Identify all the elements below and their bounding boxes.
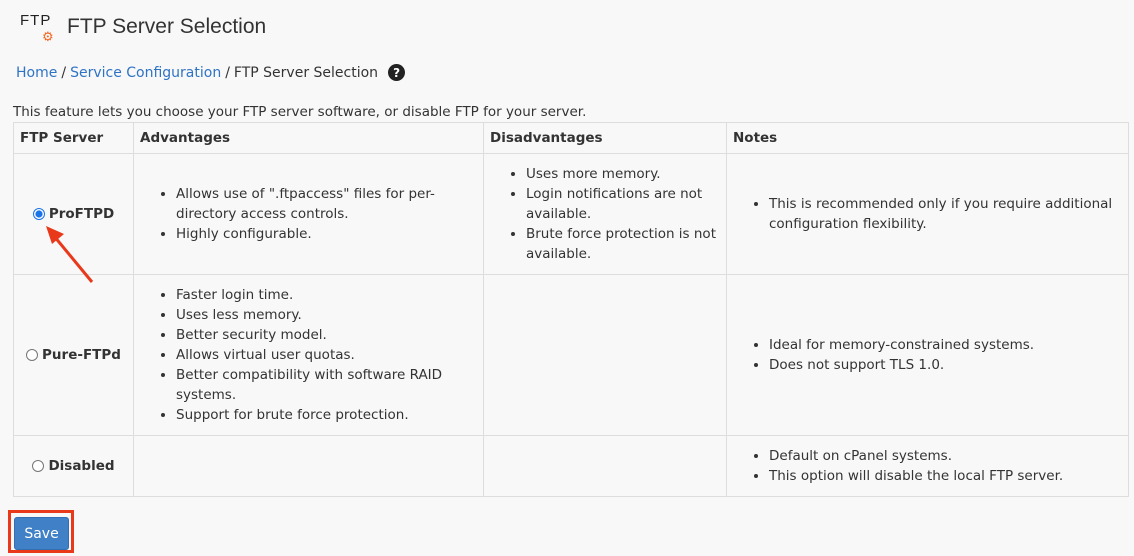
server-name: Pure-FTPd [42, 347, 121, 363]
list-item: Uses less memory. [176, 305, 477, 325]
advantages-cell [133, 435, 484, 497]
radio-proftpd[interactable]: ProFTPD [20, 206, 127, 222]
advantages-cell: Allows use of ".ftpaccess" files for per… [133, 153, 484, 275]
list-item: Does not support TLS 1.0. [769, 355, 1122, 375]
advantages-list: Faster login time.Uses less memory.Bette… [140, 285, 477, 425]
header-ftp-server: FTP Server [13, 122, 134, 154]
page-title: FTP Server Selection [67, 15, 267, 38]
list-item: Faster login time. [176, 285, 477, 305]
radio-disabled[interactable]: Disabled [20, 458, 127, 474]
radio-pure-ftpd[interactable]: Pure-FTPd [20, 347, 127, 363]
disadvantages-cell: Uses more memory.Login notifications are… [483, 153, 727, 275]
radio-button[interactable] [26, 349, 39, 361]
header-notes: Notes [726, 122, 1129, 154]
description: This feature lets you choose your FTP se… [13, 104, 587, 120]
list-item: Ideal for memory-constrained systems. [769, 335, 1122, 355]
server-name: Disabled [48, 458, 115, 474]
server-name: ProFTPD [48, 206, 115, 222]
breadcrumb-home[interactable]: Home [16, 64, 58, 81]
advantages-cell: Faster login time.Uses less memory.Bette… [133, 274, 484, 436]
notes-cell: Default on cPanel systems.This option wi… [726, 435, 1129, 497]
disadvantages-list: Uses more memory.Login notifications are… [490, 164, 720, 264]
ftp-server-table: FTP Server Advantages Disadvantages Note… [13, 122, 1129, 497]
disadvantages-cell [483, 435, 727, 497]
list-item: Default on cPanel systems. [769, 446, 1122, 466]
list-item: Uses more memory. [526, 164, 720, 184]
help-icon[interactable]: ? [388, 64, 406, 81]
radio-button[interactable] [32, 208, 45, 220]
page-header: FTP⚙ FTP Server Selection [20, 10, 267, 45]
header-disadvantages: Disadvantages [483, 122, 727, 154]
notes-cell: This is recommended only if you require … [726, 153, 1129, 275]
radio-button[interactable] [32, 460, 45, 472]
header-advantages: Advantages [133, 122, 484, 154]
server-cell: ProFTPD [13, 153, 134, 275]
server-cell: Disabled [13, 435, 134, 497]
table-row: Disabled Default on cPanel systems.This o… [13, 435, 1129, 497]
notes-list: Ideal for memory-constrained systems.Doe… [733, 335, 1122, 375]
notes-list: Default on cPanel systems.This option wi… [733, 446, 1122, 486]
save-highlight [8, 510, 74, 553]
list-item: This option will disable the local FTP s… [769, 466, 1122, 486]
notes-cell: Ideal for memory-constrained systems.Doe… [726, 274, 1129, 436]
breadcrumb-current: FTP Server Selection [233, 64, 379, 81]
list-item: Better compatibility with software RAID … [176, 365, 477, 405]
disadvantages-cell [483, 274, 727, 436]
list-item: Support for brute force protection. [176, 405, 477, 425]
list-item: Better security model. [176, 325, 477, 345]
ftp-logo-icon: FTP⚙ [20, 12, 54, 45]
list-item: Brute force protection is not available. [526, 224, 720, 264]
list-item: Allows virtual user quotas. [176, 345, 477, 365]
table-row: ProFTPD Allows use of ".ftpaccess" files … [13, 153, 1129, 275]
server-cell: Pure-FTPd [13, 274, 134, 436]
breadcrumb-service-configuration[interactable]: Service Configuration [70, 64, 222, 81]
list-item: Login notifications are not available. [526, 184, 720, 224]
annotation-arrow-icon [46, 226, 94, 283]
list-item: Allows use of ".ftpaccess" files for per… [176, 184, 477, 224]
advantages-list: Allows use of ".ftpaccess" files for per… [140, 184, 477, 244]
list-item: Highly configurable. [176, 224, 477, 244]
notes-list: This is recommended only if you require … [733, 194, 1122, 234]
save-button[interactable]: Save [14, 517, 69, 550]
breadcrumb: Home/ Service Configuration/ FTP Server … [16, 64, 406, 81]
list-item: This is recommended only if you require … [769, 194, 1122, 234]
table-row: Pure-FTPd Faster login time.Uses less mem… [13, 274, 1129, 436]
